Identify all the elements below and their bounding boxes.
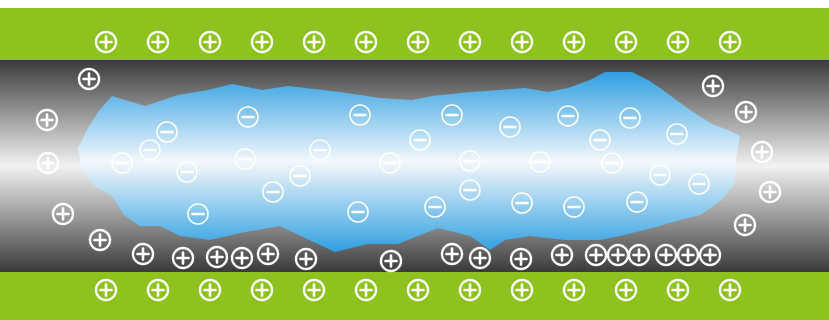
- bottom-plate: [0, 272, 829, 320]
